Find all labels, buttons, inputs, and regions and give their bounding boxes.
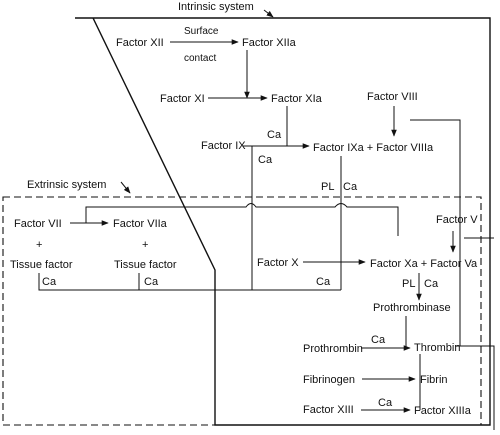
ca-label-tf-left: Ca bbox=[42, 276, 57, 288]
surface-contact-label-1: Surface bbox=[184, 26, 219, 37]
factor-x-label: Factor X bbox=[257, 257, 299, 269]
factor-xa-va-label: Factor Xa + Factor Va bbox=[370, 258, 478, 270]
factor-viii-label: Factor VIII bbox=[367, 91, 418, 103]
factor-v-label: Factor V bbox=[436, 214, 478, 226]
line-tissue-factor-complex bbox=[38, 273, 341, 291]
fibrinogen-label: Fibrinogen bbox=[303, 374, 355, 386]
prothrombin-label: Prothrombin bbox=[303, 343, 363, 355]
factor-viia-label: Factor VIIa bbox=[113, 218, 168, 230]
factor-xi-label: Factor XI bbox=[160, 93, 205, 105]
line-viia-to-ix bbox=[85, 203, 399, 236]
factor-xii-label: Factor XII bbox=[116, 37, 164, 49]
thrombin-label: Thrombin bbox=[414, 342, 460, 354]
ca-label-ix-down: Ca bbox=[258, 154, 273, 166]
ca-label-xia-ix: Ca bbox=[267, 129, 282, 141]
ca-label-xa: Ca bbox=[424, 278, 439, 290]
prothrombinase-label: Prothrombinase bbox=[373, 302, 451, 314]
factor-xiii-label: Factor XIII bbox=[303, 404, 354, 416]
fibrin-label: Fibrin bbox=[420, 374, 448, 386]
pl-label-ixa: PL bbox=[321, 181, 334, 193]
intrinsic-system-label: Intrinsic system bbox=[178, 1, 254, 13]
tissue-factor-left-label: Tissue factor bbox=[10, 259, 73, 271]
factor-xiia-label: Factor XIIa bbox=[242, 37, 297, 49]
factor-xiiia-label: Factor XIIIa bbox=[414, 405, 472, 417]
factor-vii-label: Factor VII bbox=[14, 218, 62, 230]
ca-label-tf-right: Ca bbox=[144, 276, 159, 288]
pl-label-xa: PL bbox=[402, 278, 415, 290]
ca-label-x: Ca bbox=[316, 276, 331, 288]
factor-ix-label: Factor IX bbox=[201, 140, 246, 152]
surface-contact-label-2: contact bbox=[184, 53, 216, 64]
plus-right: + bbox=[142, 239, 148, 251]
tissue-factor-right-label: Tissue factor bbox=[114, 259, 177, 271]
plus-left: + bbox=[36, 239, 42, 251]
extrinsic-system-label: Extrinsic system bbox=[27, 179, 106, 191]
factor-ixa-viiia-label: Factor IXa + Factor VIIIa bbox=[313, 142, 434, 154]
factor-xia-label: Factor XIa bbox=[271, 93, 323, 105]
intrinsic-label-pointer bbox=[263, 9, 274, 18]
extrinsic-system-outline bbox=[2, 196, 482, 426]
ca-label-ixa: Ca bbox=[343, 181, 358, 193]
ca-label-xiii: Ca bbox=[378, 397, 393, 409]
ca-label-prothrombin: Ca bbox=[371, 334, 386, 346]
extrinsic-label-pointer bbox=[120, 181, 131, 194]
